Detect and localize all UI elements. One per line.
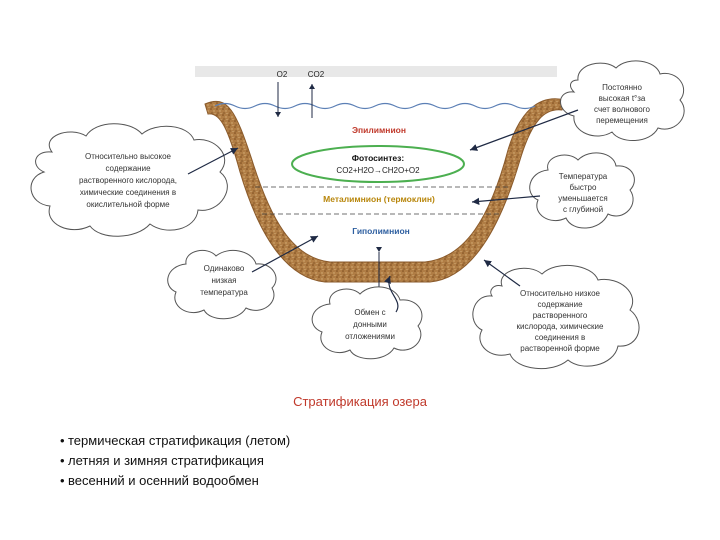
o2-label: O2 <box>277 70 288 79</box>
arrow-left-bottom <box>251 235 319 273</box>
svg-text:Обмен с: Обмен с <box>354 308 385 317</box>
svg-text:Температура: Температура <box>559 172 608 181</box>
svg-text:химические соединения в: химические соединения в <box>80 188 176 197</box>
cloud-right-mid: Температура быстро уменьшается с глубино… <box>529 152 635 229</box>
svg-text:с глубиной: с глубиной <box>563 205 603 214</box>
svg-text:Одинаково: Одинаково <box>204 264 245 273</box>
photosynthesis-equation: CO2+H2O→CH2O+O2 <box>336 166 420 175</box>
arrow-right-mid <box>471 195 541 205</box>
arrow-right-bottom <box>483 259 521 287</box>
svg-text:содержание: содержание <box>105 164 151 173</box>
bullet-item: •летняя и зимняя стратификация <box>60 453 264 468</box>
metalimnion-label: Металимнион (термоклин) <box>323 194 435 204</box>
svg-text:низкая: низкая <box>211 276 236 285</box>
diagram-caption: Стратификация озера <box>293 394 427 409</box>
svg-text:содержание: содержание <box>537 300 583 309</box>
cloud-center-bottom: Обмен с донными отложениями <box>311 286 423 360</box>
arrow-left-top <box>187 147 239 175</box>
bullet-dot: • <box>60 473 65 488</box>
svg-text:Постоянно: Постоянно <box>602 83 642 92</box>
svg-text:растворенной форме: растворенной форме <box>520 344 600 353</box>
svg-text:соединения в: соединения в <box>535 333 586 342</box>
photosynthesis-oval <box>291 145 465 183</box>
arrow-right-top <box>469 109 579 151</box>
bullet-dot: • <box>60 433 65 448</box>
svg-text:растворенного: растворенного <box>533 311 588 320</box>
svg-text:высокая t°за: высокая t°за <box>599 94 646 103</box>
svg-text:температура: температура <box>200 288 248 297</box>
cloud-right-top: Постоянно высокая t°за счет волнового пе… <box>560 60 685 141</box>
photosynthesis-title: Фотосинтез: <box>352 153 405 163</box>
svg-text:Относительно высокое: Относительно высокое <box>85 152 171 161</box>
arrow-center-bottom <box>384 275 399 313</box>
svg-text:кислорода, химические: кислорода, химические <box>517 322 604 331</box>
svg-text:растворенного кислорода,: растворенного кислорода, <box>79 176 177 185</box>
svg-text:отложениями: отложениями <box>345 332 395 341</box>
bullet-item: •термическая стратификация (летом) <box>60 433 291 448</box>
svg-text:донными: донными <box>353 320 387 329</box>
co2-label: CO2 <box>308 70 325 79</box>
water-surface-wave <box>214 102 536 110</box>
epilimnion-label: Эпилимнион <box>352 125 406 135</box>
svg-text:уменьшается: уменьшается <box>558 194 607 203</box>
bullet-list: •термическая стратификация (летом) •летн… <box>60 433 290 493</box>
bullet-item: •весенний и осенний водообмен <box>60 473 259 488</box>
cloud-right-bottom: Относительно низкое содержание растворен… <box>472 264 640 370</box>
hypolimnion-label: Гиполимнион <box>352 226 410 236</box>
cloud-left-top: Относительно высокое содержание растворе… <box>30 123 228 237</box>
svg-text:окислительной форме: окислительной форме <box>86 200 170 209</box>
cloud-left-bottom: Одинаково низкая температура <box>167 249 277 320</box>
svg-text:Относительно низкое: Относительно низкое <box>520 289 601 298</box>
bullet-dot: • <box>60 453 65 468</box>
svg-text:счет волнового: счет волнового <box>594 105 650 114</box>
svg-text:перемещения: перемещения <box>596 116 648 125</box>
surface-band <box>195 66 557 77</box>
svg-text:быстро: быстро <box>570 183 597 192</box>
